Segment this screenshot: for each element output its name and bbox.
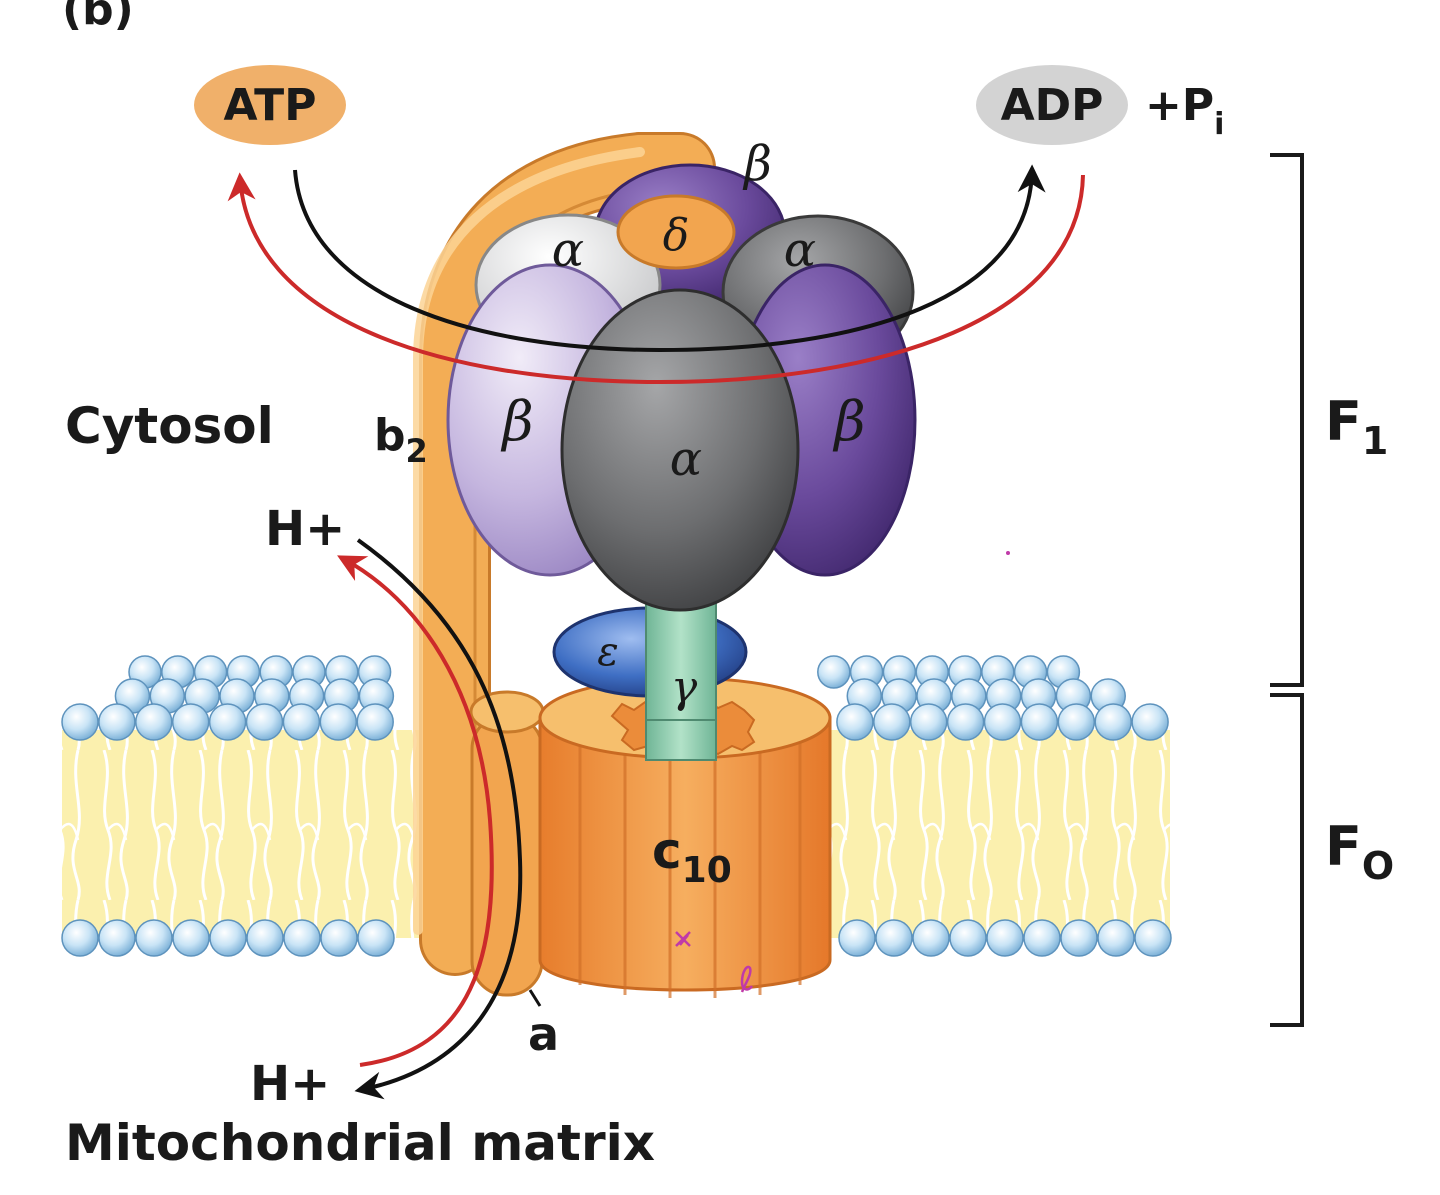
stray-dot — [1006, 551, 1010, 555]
lipid-heads-bottom — [61, 919, 1172, 957]
alpha-subunit-front — [560, 288, 800, 612]
f1-headpiece — [446, 163, 917, 612]
lipid-head — [61, 703, 99, 741]
lipid-head — [98, 919, 136, 957]
lipid-head — [98, 703, 136, 741]
delta-subunit — [616, 194, 736, 270]
lipid-head — [946, 703, 985, 741]
lipid-head — [1020, 703, 1059, 741]
f1-bracket: F1 — [1270, 153, 1388, 687]
proton-outflow-arrow — [354, 538, 523, 1100]
lipid-head — [1134, 919, 1172, 957]
atp-badge: ATP — [194, 65, 346, 145]
alpha-left-label: α — [552, 222, 584, 278]
beta-top-label: β — [742, 136, 772, 192]
lipid-head — [1094, 703, 1132, 741]
lipid-head — [1060, 919, 1098, 957]
lipid-head — [875, 919, 913, 957]
cytosol-label: Cytosol — [65, 397, 274, 455]
lipid-heads-top — [61, 655, 1169, 741]
lipid-head — [836, 703, 874, 741]
c10-label: c10 — [652, 822, 732, 891]
lipid-head — [1097, 919, 1135, 957]
lipid-head — [873, 703, 911, 741]
lipid-head — [61, 919, 99, 957]
atp-hydrolysis-arrow — [293, 164, 1046, 353]
lipid-head — [909, 703, 948, 741]
lipid-head — [817, 655, 851, 689]
lipid-head — [983, 703, 1022, 741]
lipid-head — [245, 703, 284, 741]
lipid-head — [986, 919, 1024, 957]
beta-left-label: β — [500, 390, 533, 453]
lipid-head — [135, 703, 173, 741]
lipid-head — [838, 919, 876, 957]
f1-label: F1 — [1325, 390, 1388, 463]
lipid-head — [135, 919, 173, 957]
adp-badge: ADP — [976, 65, 1128, 145]
beta-right-label: β — [832, 390, 865, 453]
proton-top-label: H+ — [265, 501, 345, 557]
epsilon-label: ε — [597, 629, 618, 675]
lipid-head — [172, 919, 210, 957]
proton-inflow-arrow — [337, 555, 494, 1067]
lipid-head — [246, 919, 284, 957]
delta-label: δ — [663, 210, 690, 261]
lipid-head — [171, 703, 210, 741]
fo-bracket: FO — [1270, 693, 1394, 1027]
lipid-head — [282, 703, 321, 741]
matrix-label: Mitochondrial matrix — [65, 1114, 655, 1172]
atp-synthesis-arrow — [227, 172, 1085, 385]
bilayer-tails-left — [62, 730, 482, 938]
b2-label: b2 — [374, 410, 428, 470]
fo-label: FO — [1325, 815, 1394, 888]
membrane-bilayer — [61, 655, 1172, 957]
lipid-head — [357, 919, 395, 957]
bilayer-tails-right — [820, 730, 1170, 938]
atp-label: ATP — [224, 80, 317, 131]
lipid-head — [208, 703, 247, 741]
alpha-right-label: α — [784, 222, 816, 278]
alpha-center-label: α — [670, 431, 702, 487]
proton-bottom-label: H+ — [250, 1056, 330, 1112]
adp-label: ADP — [1001, 80, 1104, 131]
lipid-head — [1131, 703, 1169, 741]
lipid-head — [912, 919, 950, 957]
handwritten-mark-2 — [740, 965, 754, 993]
lipid-head — [356, 703, 394, 741]
phosphate-label: +Pi — [1145, 80, 1224, 142]
handwritten-mark-1 — [675, 931, 691, 947]
lipid-head — [319, 703, 358, 741]
gamma-label: γ — [671, 662, 698, 713]
a-label: a — [528, 1007, 559, 1061]
panel-label: (b) — [62, 0, 134, 35]
lipid-head — [283, 919, 321, 957]
lipid-head — [320, 919, 358, 957]
lipid-head — [1057, 703, 1096, 741]
a-subunit-leader-line — [528, 989, 542, 1007]
lipid-head — [209, 919, 247, 957]
lipid-head — [949, 919, 987, 957]
lipid-head — [1023, 919, 1061, 957]
